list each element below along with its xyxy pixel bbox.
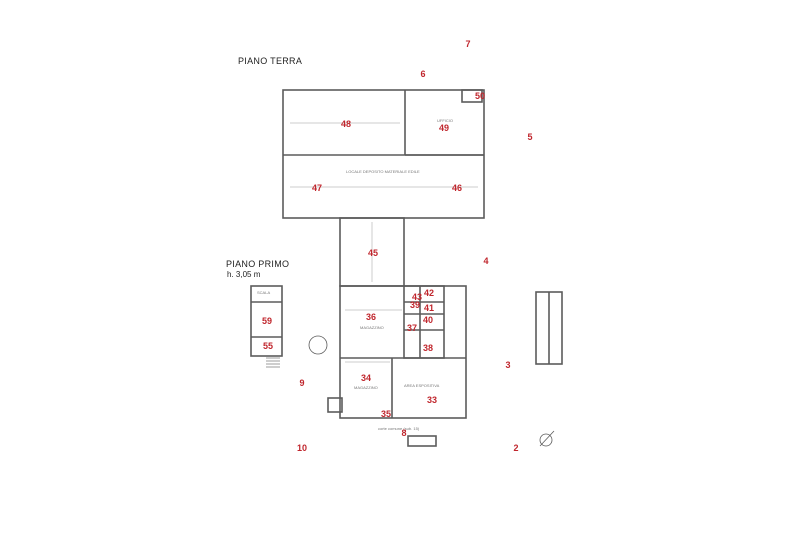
marker-50: 50 [474, 91, 486, 101]
marker-49: 49 [438, 123, 450, 133]
first-floor-outline [339, 285, 467, 419]
large-hall-label: LOCALE DEPOSITO MATERIALE EDILE [346, 169, 420, 174]
marker-35: 35 [380, 409, 392, 419]
marker-7: 7 [465, 39, 471, 49]
side-block-left [250, 285, 283, 357]
side-room-label: SCALA [257, 290, 271, 295]
marker-45: 45 [367, 248, 379, 258]
marker-55: 55 [262, 341, 274, 351]
marker-46: 46 [451, 183, 463, 193]
marker-48: 48 [340, 119, 352, 129]
marker-38: 38 [422, 343, 434, 353]
marker-5: 5 [527, 132, 533, 142]
marker-42: 42 [423, 288, 435, 298]
marker-10: 10 [296, 443, 308, 453]
exhibition-label: AREA ESPOSITIVA [404, 383, 440, 388]
ground-floor-outline [282, 89, 485, 219]
marker-59: 59 [261, 316, 273, 326]
warehouse-label-2: MAGAZZINO [354, 385, 378, 390]
marker-3: 3 [505, 360, 511, 370]
ground-floor-title: PIANO TERRA [238, 56, 303, 66]
marker-2: 2 [513, 443, 519, 453]
office-label: UFFICIO [437, 118, 453, 123]
marker-9: 9 [299, 378, 305, 388]
marker-47: 47 [311, 183, 323, 193]
marker-6: 6 [420, 69, 426, 79]
marker-43: 43 [411, 292, 423, 302]
marker-33: 33 [426, 395, 438, 405]
marker-41: 41 [423, 303, 435, 313]
courtyard-label: corte comune (sub. 15) [378, 426, 420, 431]
first-floor-height: h. 3,05 m [227, 270, 261, 279]
marker-4: 4 [483, 256, 489, 266]
marker-8: 8 [401, 428, 407, 438]
warehouse-label: MAGAZZINO [360, 325, 384, 330]
marker-39: 39 [409, 300, 421, 310]
marker-36: 36 [365, 312, 377, 322]
first-floor-title: PIANO PRIMO [226, 259, 290, 269]
marker-40: 40 [422, 315, 434, 325]
marker-34: 34 [360, 373, 372, 383]
marker-37: 37 [406, 323, 418, 333]
